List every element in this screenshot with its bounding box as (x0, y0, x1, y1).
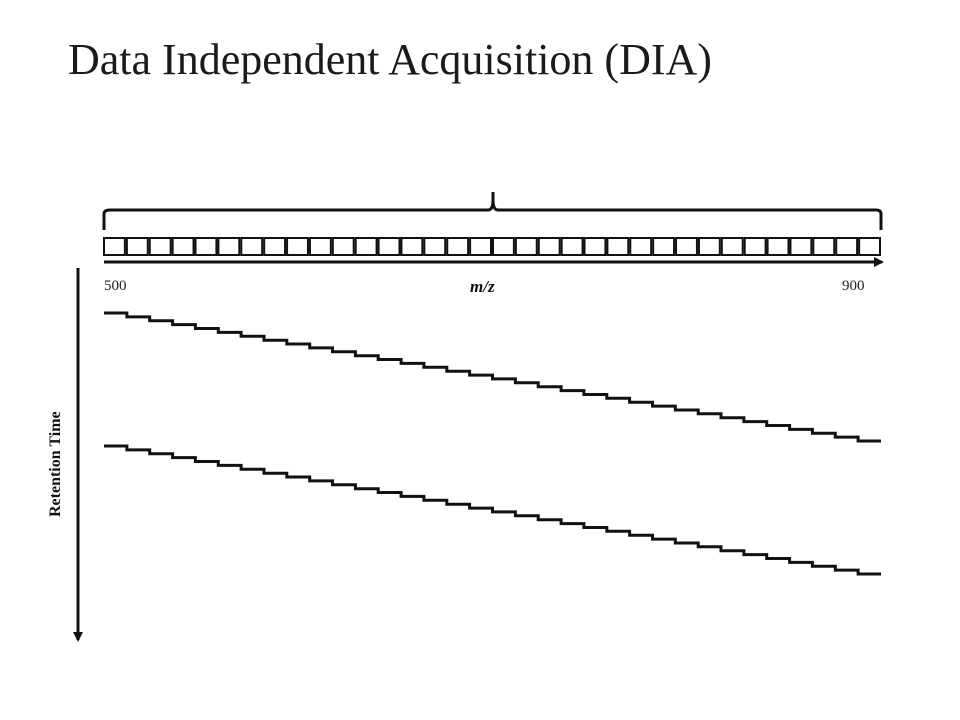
isolation-window-cell (560, 237, 584, 256)
mz-axis-min-label: 500 (104, 278, 127, 294)
isolation-window-cell (492, 237, 515, 256)
isolation-window-cell (766, 237, 790, 256)
isolation-window-cell (652, 237, 676, 256)
mz-axis-max-label: 900 (842, 278, 865, 294)
isolation-window-cell (400, 237, 424, 256)
isolation-window-cell (377, 237, 401, 256)
isolation-window-cell (812, 237, 836, 256)
isolation-window-cell (537, 237, 561, 256)
isolation-window-cell (446, 237, 470, 256)
isolation-window-cell (217, 237, 241, 256)
isolation-window-cell (240, 237, 264, 256)
isolation-window-cell (675, 237, 698, 256)
isolation-window-cell (354, 237, 378, 256)
isolation-window-cell (743, 237, 767, 256)
isolation-window-cell (194, 237, 218, 256)
isolation-window-cell (697, 237, 721, 256)
isolation-windows (103, 237, 881, 256)
elution-trace-2 (104, 444, 881, 576)
mz-axis-title: m/z (470, 277, 495, 296)
isolation-window-cell (606, 237, 630, 256)
isolation-window-cell (263, 237, 287, 256)
isolation-window-cell (171, 237, 195, 256)
isolation-window-cell (423, 237, 447, 256)
retention-time-axis-title: Retention Time (47, 411, 64, 517)
isolation-window-cell (331, 237, 355, 256)
isolation-window-cell (789, 237, 813, 256)
isolation-window-cell (514, 237, 538, 256)
elution-traces (104, 311, 881, 576)
isolation-window-cell (720, 237, 744, 256)
isolation-window-cell (469, 237, 492, 256)
isolation-window-cell (629, 237, 653, 256)
slide-title: Data Independent Acquisition (DIA) (68, 35, 712, 84)
isolation-window-cell (858, 237, 881, 256)
isolation-window-cell (583, 237, 607, 256)
isolation-window-cell (125, 237, 149, 256)
isolation-window-cell (148, 237, 172, 256)
isolation-window-cell (835, 237, 859, 256)
elution-trace-1 (104, 311, 881, 443)
isolation-window-cell (103, 237, 126, 256)
isolation-window-cell (308, 237, 332, 256)
isolation-window-cell (286, 237, 309, 256)
isolation-window-bracket (102, 192, 883, 230)
